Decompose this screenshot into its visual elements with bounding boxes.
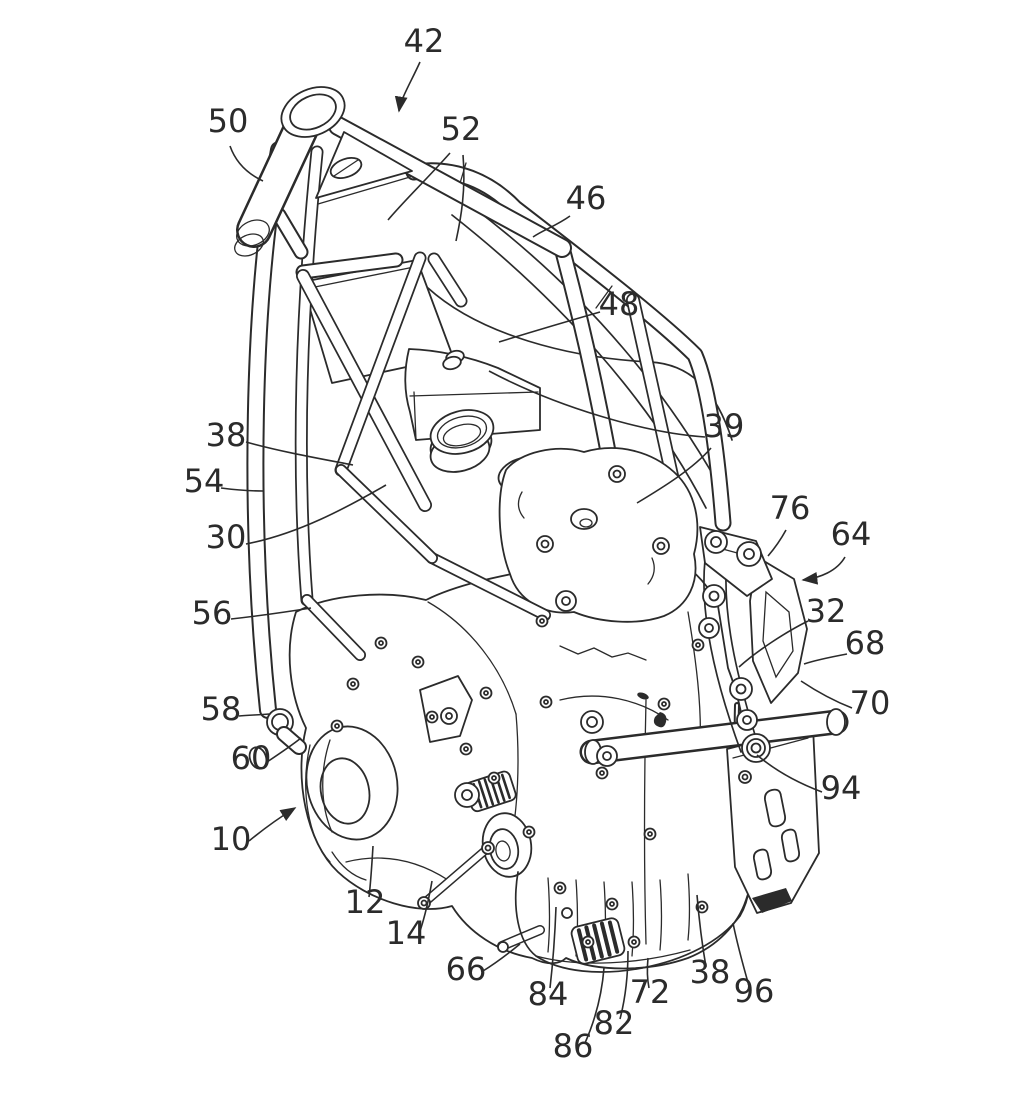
- steering-head-assembly: [234, 86, 572, 258]
- leader-line-60: [266, 737, 302, 763]
- leader-line-68: [803, 653, 848, 665]
- ref-label-94: 94: [821, 769, 862, 807]
- leader-line-38: [245, 441, 354, 466]
- leader-line-10: [248, 807, 297, 842]
- ref-label-48: 48: [599, 285, 640, 323]
- leader-line-46: [532, 215, 571, 238]
- leader-line-84: [549, 906, 557, 989]
- leader-line-86: [584, 967, 605, 1044]
- leader-line-94: [756, 754, 823, 793]
- ref-label-86: 86: [553, 1027, 594, 1065]
- ref-label-12: 12: [345, 883, 386, 921]
- ref-label-30: 30: [206, 518, 247, 556]
- ref-label-76: 76: [770, 489, 811, 527]
- ref-label-84: 84: [528, 975, 569, 1013]
- ref-label-72: 72: [630, 973, 671, 1011]
- front-lower-mounts: [248, 708, 307, 770]
- ref-label-96: 96: [734, 972, 775, 1010]
- valve-cover: [498, 447, 699, 623]
- leader-line-30: [245, 484, 387, 545]
- ref-label-70: 70: [850, 684, 891, 722]
- ref-label-60: 60: [231, 739, 272, 777]
- linkage-rod: [417, 675, 545, 953]
- leader-line-72: [646, 957, 650, 989]
- leader-line-52: [455, 154, 465, 242]
- ref-label-10: 10: [211, 820, 252, 858]
- leader-line-32: [738, 620, 809, 668]
- rear-suspension-linkage: [555, 526, 849, 914]
- ref-label-39: 39: [704, 407, 745, 445]
- leader-line-39: [636, 447, 712, 504]
- ref-label-42: 42: [404, 22, 445, 60]
- ref-label-64: 64: [831, 515, 872, 553]
- leader-line-54: [220, 487, 264, 492]
- leader-line-66: [482, 943, 521, 972]
- ref-label-66: 66: [446, 950, 487, 988]
- leader-line-42: [394, 61, 421, 113]
- leader-line-52: [387, 152, 451, 221]
- ref-label-52: 52: [441, 110, 482, 148]
- leader-line-14: [418, 880, 433, 935]
- leader-line-50: [229, 145, 264, 182]
- ref-label-82: 82: [594, 1004, 635, 1042]
- leader-line-48: [498, 311, 601, 343]
- gusset-plate: [315, 131, 413, 199]
- ref-label-38: 38: [206, 416, 247, 454]
- side-plate: [749, 556, 808, 704]
- ref-label-14: 14: [386, 914, 427, 952]
- leader-line-96: [732, 922, 750, 987]
- leader-line-39: [488, 370, 706, 438]
- ref-label-32: 32: [806, 592, 847, 630]
- leader-line-82: [619, 950, 629, 1020]
- ref-label-56: 56: [192, 594, 233, 632]
- leader-line-12: [368, 845, 374, 898]
- leader-line-76: [767, 529, 787, 557]
- ref-label-68: 68: [845, 624, 886, 662]
- ref-label-54: 54: [184, 462, 225, 500]
- ref-label-58: 58: [201, 690, 242, 728]
- leader-line-38: [696, 894, 707, 968]
- leader-lines-layer: [220, 61, 853, 1044]
- bolt-heads: [330, 614, 709, 949]
- leader-line-58: [238, 713, 270, 717]
- ref-label-38: 38: [690, 953, 731, 991]
- ref-label-46: 46: [566, 179, 607, 217]
- leader-line-56: [230, 607, 312, 620]
- leader-line-64: [801, 556, 846, 585]
- leader-line-70: [800, 680, 853, 709]
- ref-label-50: 50: [208, 102, 249, 140]
